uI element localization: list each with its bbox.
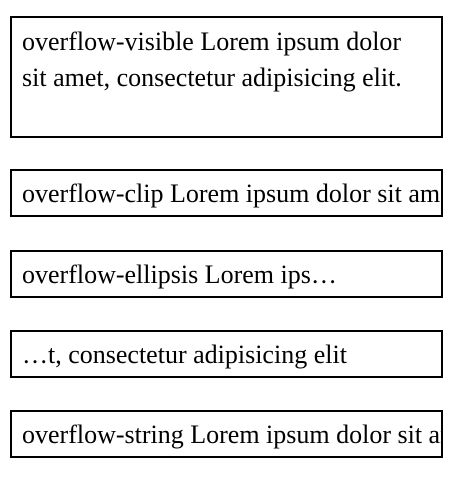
overflow-string-text: overflow-string Lorem ipsum dolor sit am… <box>22 420 441 449</box>
overflow-start-ellipsis-box: …t, consectetur adipisicing elit <box>10 330 443 378</box>
overflow-start-ellipsis-text: …t, consectetur adipisicing elit <box>22 340 347 369</box>
overflow-ellipsis-box: overflow-ellipsis Lorem ips… <box>10 250 443 298</box>
overflow-ellipsis-text: overflow-ellipsis Lorem ips… <box>22 260 337 289</box>
overflow-clip-text: overflow-clip Lorem ipsum dolor sit amet… <box>22 179 441 208</box>
overflow-visible-text: overflow-visible Lorem ipsum dolor sit a… <box>22 27 402 92</box>
overflow-string-box: overflow-string Lorem ipsum dolor sit am… <box>10 410 443 458</box>
overflow-visible-box: overflow-visible Lorem ipsum dolor sit a… <box>10 16 443 138</box>
overflow-clip-box: overflow-clip Lorem ipsum dolor sit amet… <box>10 169 443 217</box>
